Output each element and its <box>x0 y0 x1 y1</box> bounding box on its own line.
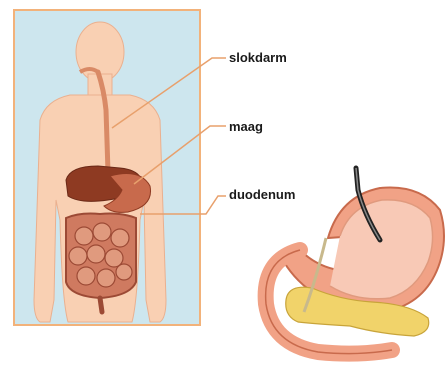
body-panel <box>14 10 200 325</box>
small-intestine <box>69 223 132 287</box>
label-duodenum: duodenum <box>229 187 295 202</box>
label-maag: maag <box>229 119 263 134</box>
rectum <box>100 298 102 312</box>
label-slokdarm: slokdarm <box>229 50 287 65</box>
